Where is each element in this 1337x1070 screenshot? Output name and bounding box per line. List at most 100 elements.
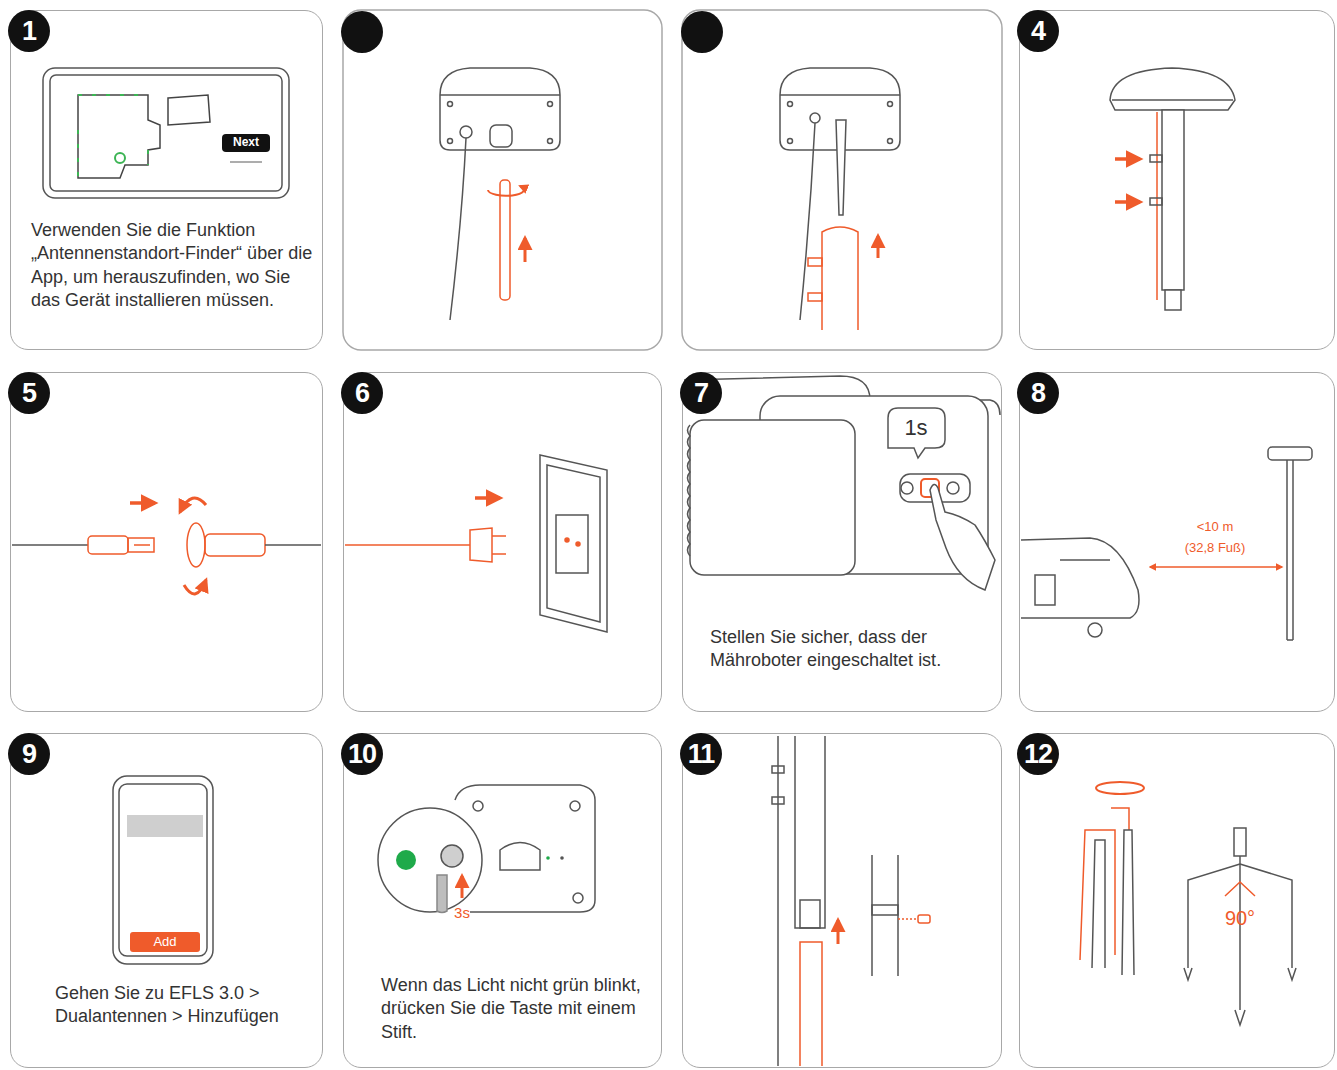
step-panel: 12: [1019, 733, 1335, 1068]
plug-figure: [470, 528, 492, 562]
antenna-figure: [448, 102, 453, 107]
mower-button-figure: [690, 420, 855, 575]
mower-button-figure: [688, 425, 691, 556]
antenna-figure: [448, 139, 453, 144]
pole-extension-figure: [777, 736, 779, 1066]
reset-button-figure: [441, 845, 463, 867]
panel-frame: [682, 10, 1002, 350]
step-number: 1: [8, 10, 50, 52]
assembled-pole-figure: [1150, 198, 1162, 205]
tablet-figure: [115, 153, 125, 163]
ground-stake-figure: [1225, 882, 1255, 896]
step-number: 5: [8, 372, 50, 414]
distance-label: (32,8 Fuß): [1185, 541, 1246, 555]
step-number: 4: [1017, 10, 1059, 52]
panel-frame: [341, 11, 383, 53]
step-caption: Gehen Sie zu EFLS 3.0 > Dualantennen > H…: [55, 982, 315, 1029]
antenna-figure: [524, 238, 527, 262]
plug-figure: [556, 515, 588, 573]
reset-button-figure: [461, 876, 464, 898]
connector-figure: [265, 544, 321, 546]
connector-figure: [130, 501, 155, 505]
tablet-figure: [43, 68, 289, 198]
ground-stake-figure: [1234, 828, 1246, 856]
antenna-pole-figure: [788, 102, 793, 107]
phone-figure: [119, 784, 207, 956]
reset-button-figure: [560, 856, 564, 860]
step-panel: 9Gehen Sie zu EFLS 3.0 > Dualantennen > …: [10, 733, 323, 1068]
step-panel: 11: [682, 733, 1002, 1068]
reset-button-figure: [378, 808, 482, 912]
phone-figure: [127, 815, 203, 837]
antenna-figure: [500, 180, 510, 300]
ground-stake-figure: [1092, 840, 1105, 968]
antenna-pole-figure: [888, 102, 893, 107]
assembled-pole-figure: [1115, 200, 1140, 204]
assembled-pole-figure: [1156, 112, 1158, 300]
panel-frame: [681, 11, 723, 53]
plug-figure: [492, 535, 506, 537]
assembled-pole-figure: [1110, 68, 1235, 110]
distance-figure: [1021, 538, 1139, 618]
step-number: 7: [680, 372, 722, 414]
distance-figure: [1150, 566, 1282, 568]
mower-button-figure: [684, 376, 1000, 590]
antenna-pole-figure: [780, 94, 900, 96]
assembled-pole-figure: [1110, 68, 1235, 310]
plug-figure: [345, 455, 607, 632]
reset-button-figure: [546, 856, 550, 860]
tablet-figure: [78, 95, 148, 178]
connector-figure: [12, 544, 88, 546]
tablet-figure: [168, 95, 210, 125]
pole-extension-figure: [800, 942, 822, 1066]
antenna-figure: [548, 102, 553, 107]
distance-figure: [1021, 447, 1312, 640]
pole-extension-figure: [772, 766, 784, 773]
antenna-pole-figure: [808, 258, 822, 266]
mower-button-figure: [930, 484, 995, 590]
step-panel: 8: [1019, 372, 1335, 712]
antenna-figure: [450, 138, 466, 320]
step-panel: 1Verwenden Sie die Funktion „Antennensta…: [10, 10, 323, 350]
pole-extension-figure: [898, 918, 918, 920]
antenna-figure: [440, 94, 560, 96]
tablet-figure: [43, 68, 289, 198]
reset-button-figure: [396, 850, 416, 870]
assembled-pole-figure: [1115, 157, 1140, 161]
pole-extension-figure: [772, 736, 930, 1066]
connector-figure: [12, 498, 321, 594]
pole-extension-figure: [918, 915, 930, 923]
antenna-figure: [488, 186, 524, 196]
step-number: 9: [8, 733, 50, 775]
panel-frame: [343, 10, 662, 350]
distance-figure: [1287, 639, 1293, 641]
antenna-pole-figure: [780, 68, 900, 330]
pole-extension-figure: [837, 920, 840, 944]
duration-label: 1s: [904, 416, 927, 440]
ground-stake-figure: [1080, 782, 1296, 1025]
connector-figure: [184, 580, 206, 594]
step-caption: Stellen Sie sicher, dass der Mähroboter …: [710, 626, 985, 673]
step-panel: 10Wenn das Licht nicht grün blinkt, drüc…: [343, 733, 662, 1068]
step-number: 10: [341, 733, 383, 775]
distance-figure: [1292, 460, 1294, 640]
plug-figure: [475, 496, 500, 500]
duration-label: 3s: [454, 905, 470, 922]
antenna-figure: [440, 68, 560, 320]
assembled-pole-figure: [1150, 155, 1162, 162]
antenna-pole-figure: [836, 120, 846, 215]
step-number: 8: [1017, 372, 1059, 414]
phone-figure: [130, 932, 200, 952]
ground-stake-figure: [1122, 830, 1134, 975]
panel-frame: [341, 10, 1002, 350]
distance-figure: [1060, 559, 1110, 561]
step-panel: 7Stellen Sie sicher, dass der Mähroboter…: [682, 372, 1002, 712]
assembled-pole-figure: [1165, 290, 1181, 310]
pole-extension-figure: [795, 736, 825, 928]
assembled-pole-figure: [1162, 110, 1184, 290]
reset-button-figure: [378, 785, 595, 913]
antenna-figure: [440, 68, 560, 150]
phone-figure: [113, 776, 213, 964]
